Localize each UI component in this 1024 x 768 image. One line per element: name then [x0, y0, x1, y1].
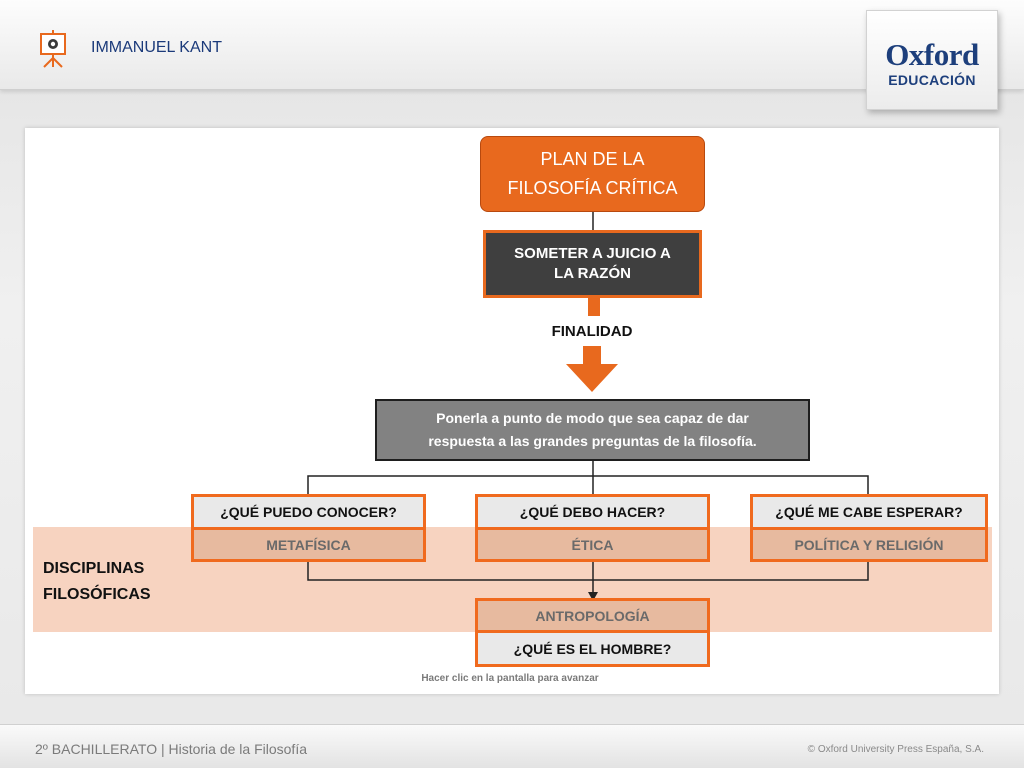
advance-hint: Hacer clic en la pantalla para avanzar [421, 673, 599, 684]
connector-merge-arrowhead [588, 592, 598, 601]
disciplines-label: DISCIPLINAS FILOSÓFICAS [43, 556, 151, 608]
footer-bar: 2º BACHILLERATO | Historia de la Filosof… [0, 724, 1024, 768]
question-box-hombre: ¿QUÉ ES EL HOMBRE? [475, 630, 710, 667]
discipline-box-metafisica: METAFÍSICA [191, 527, 426, 562]
question-box-hacer: ¿QUÉ DEBO HACER? [475, 494, 710, 530]
plan-filosofia-critica-box: PLAN DE LA FILOSOFÍA CRÍTICA [480, 136, 705, 212]
footer-copyright: © Oxford University Press España, S.A. [807, 744, 984, 755]
finalidad-label: FINALIDAD [551, 323, 633, 340]
discipline-box-etica: ÉTICA [475, 527, 710, 562]
presentation-easel-icon [40, 30, 66, 68]
someter-a-juicio-box: SOMETER A JUICIO A LA RAZÓN [483, 230, 702, 298]
connector-merge [307, 562, 869, 581]
discipline-box-antropologia: ANTROPOLOGÍA [475, 598, 710, 633]
disciplines-label-line2: FILOSÓFICAS [43, 586, 151, 603]
plan-line2: FILOSOFÍA CRÍTICA [507, 178, 678, 198]
someter-line1: SOMETER A JUICIO A [514, 245, 671, 262]
someter-stem [588, 298, 600, 316]
someter-line2: LA RAZÓN [554, 265, 631, 282]
plan-line1: PLAN DE LA [540, 149, 645, 169]
question-box-esperar: ¿QUÉ ME CABE ESPERAR? [750, 494, 988, 530]
footer-course: 2º BACHILLERATO | Historia de la Filosof… [35, 741, 308, 757]
presentation-title: IMMANUEL KANT [91, 39, 222, 56]
down-arrow-icon [566, 346, 618, 392]
respuesta-line1: Ponerla a punto de modo que sea capaz de… [436, 410, 749, 426]
logo-sub-text: EDUCACIÓN [888, 72, 976, 88]
oxford-educacion-logo: Oxford EDUCACIÓN [866, 10, 998, 110]
respuesta-box: Ponerla a punto de modo que sea capaz de… [375, 399, 810, 461]
discipline-box-politica-religion: POLÍTICA Y RELIGIÓN [750, 527, 988, 562]
disciplines-label-line1: DISCIPLINAS [43, 560, 145, 577]
logo-main-text: Oxford [885, 37, 979, 72]
connector-branches [307, 475, 869, 494]
respuesta-line2: respuesta a las grandes preguntas de la … [428, 433, 757, 449]
question-box-conocer: ¿QUÉ PUEDO CONOCER? [191, 494, 426, 530]
header-bar: IMMANUEL KANT [0, 0, 1024, 90]
